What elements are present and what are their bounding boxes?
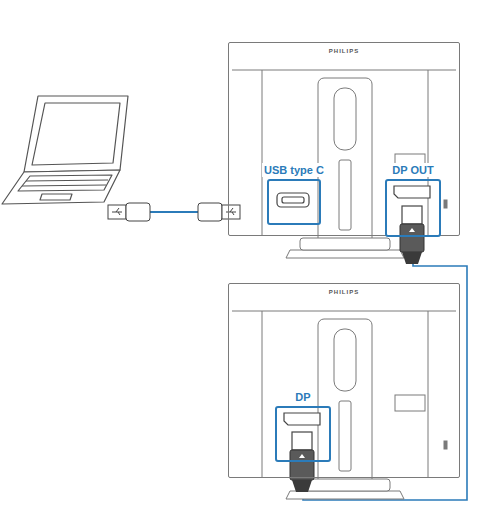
usb-c-port: [282, 197, 304, 203]
monitor-back: [232, 311, 456, 499]
monitor-back: [232, 70, 456, 258]
dp-plug: [400, 206, 424, 264]
dp-port: [284, 413, 320, 425]
brand-logo: PHILIPS: [329, 48, 359, 54]
port-box: DP OUT: [385, 179, 441, 237]
port-box: DP: [275, 406, 331, 462]
laptop: [2, 96, 128, 204]
port-box: USB type C: [267, 179, 321, 225]
dp-port: [394, 186, 430, 198]
port-label: DP OUT: [390, 163, 435, 177]
monitor-box: PHILIPS DP: [228, 283, 460, 478]
monitor-box: PHILIPS USB type C DP OUT: [228, 42, 460, 236]
usb-c-port: [277, 193, 309, 207]
dp-plug: [290, 432, 314, 492]
usb-cable: [108, 203, 240, 221]
brand-logo: PHILIPS: [329, 289, 359, 295]
port-label: DP: [293, 390, 312, 404]
port-label: USB type C: [262, 163, 326, 177]
